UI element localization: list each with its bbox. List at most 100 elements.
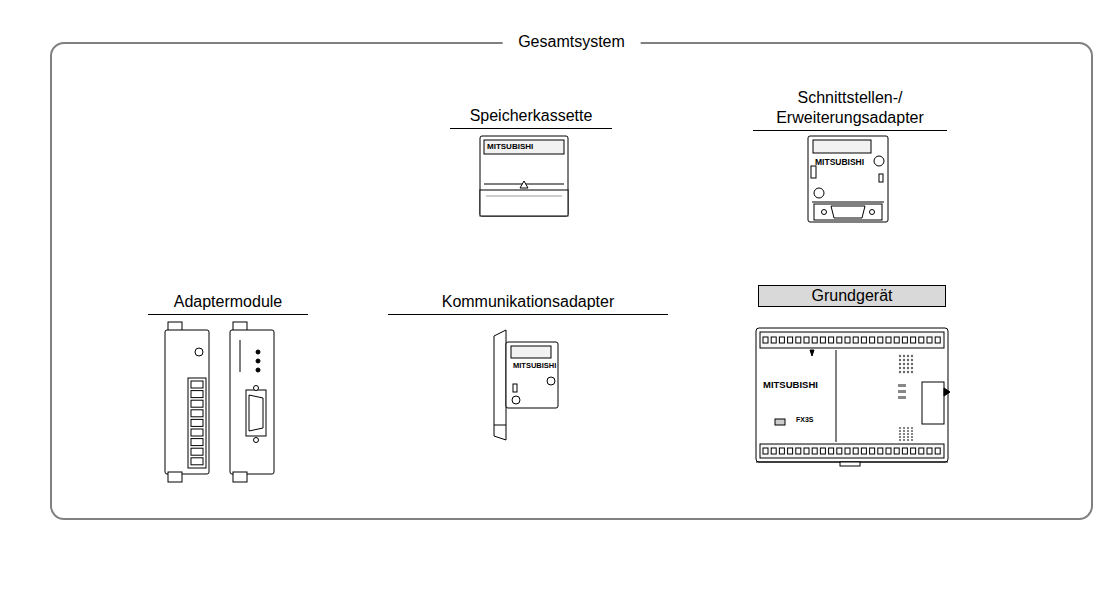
base-unit (756, 328, 950, 466)
brand-label: MITSUBISHI (763, 380, 818, 390)
terminal-screw (788, 448, 793, 454)
led-dot (903, 355, 905, 357)
brand-label: MITSUBISHI (513, 362, 556, 370)
terminal-screw (861, 448, 866, 454)
component-label: Schnittstellen-/ Erweiterungsadapter (753, 88, 947, 131)
terminal-screw (919, 448, 924, 454)
memory-cassette (480, 136, 568, 216)
terminal-screw (837, 337, 842, 343)
terminal-screw (878, 448, 883, 454)
terminal-screw (191, 391, 203, 398)
terminal-screw (829, 337, 834, 343)
terminal-screw (878, 337, 883, 343)
terminal-screw (820, 337, 825, 343)
component-label: Grundgerät (758, 285, 946, 307)
led-dot (911, 371, 913, 373)
component-label: Kommunikationsadapter (388, 292, 668, 315)
led-dot (903, 363, 905, 365)
terminal-screw (191, 458, 203, 465)
component-group: Kommunikationsadapter (388, 292, 668, 315)
led-dot (899, 355, 901, 357)
led-dot (903, 433, 905, 435)
led-dot (899, 363, 901, 365)
terminal-screw (886, 448, 891, 454)
system-frame: SpeicherkassetteSchnittstellen-/ Erweite… (50, 42, 1093, 520)
adapter-modules (165, 322, 274, 482)
led-dot (903, 436, 905, 438)
communication-adapter (494, 330, 558, 440)
terminal-screw (853, 448, 858, 454)
component-group: Schnittstellen-/ Erweiterungsadapter (753, 88, 947, 131)
led-dot (903, 359, 905, 361)
brand-label: MITSUBISHI (815, 158, 864, 167)
terminal-screw (191, 419, 203, 426)
terminal-screw (804, 337, 809, 343)
terminal-details (191, 337, 940, 465)
terminal-screw (935, 448, 940, 454)
led-dot (907, 359, 909, 361)
terminal-screw (870, 337, 875, 343)
led-dot (899, 367, 901, 369)
terminal-screw (837, 448, 842, 454)
terminal-screw (829, 448, 834, 454)
terminal-screw (191, 429, 203, 436)
led-dot (899, 433, 901, 435)
terminal-screw (779, 448, 784, 454)
led-dot (907, 363, 909, 365)
terminal-screw (191, 439, 203, 446)
led-dot (911, 363, 913, 365)
led-dot (911, 427, 913, 429)
terminal-screw (845, 448, 850, 454)
terminal-screw (902, 337, 907, 343)
led-dot (907, 436, 909, 438)
terminal-screw (771, 337, 776, 343)
led-dot (911, 430, 913, 432)
brand-label: MITSUBISHI (487, 143, 533, 151)
terminal-screw (894, 337, 899, 343)
led-dot (903, 367, 905, 369)
led-dot (899, 359, 901, 361)
terminal-screw (191, 410, 203, 417)
terminal-screw (935, 337, 940, 343)
led-dot (899, 371, 901, 373)
led-dot (899, 439, 901, 441)
terminal-screw (919, 337, 924, 343)
terminal-screw (763, 337, 768, 343)
led-dot (903, 439, 905, 441)
terminal-screw (853, 337, 858, 343)
led-dot (911, 433, 913, 435)
terminal-screw (796, 448, 801, 454)
led-bar (898, 390, 906, 393)
led-dot (907, 439, 909, 441)
led-dot (899, 427, 901, 429)
terminal-screw (812, 448, 817, 454)
terminal-screw (911, 337, 916, 343)
terminal-screw (191, 381, 203, 388)
led-dot (911, 436, 913, 438)
component-group: Grundgerät (758, 285, 946, 307)
led-dot (903, 430, 905, 432)
component-group: Adaptermodule (148, 292, 308, 315)
terminal-screw (911, 448, 916, 454)
terminal-screw (804, 448, 809, 454)
led-dot (911, 355, 913, 357)
terminal-screw (927, 337, 932, 343)
terminal-screw (886, 337, 891, 343)
led-dot (911, 439, 913, 441)
led-dot (907, 427, 909, 429)
terminal-screw (894, 448, 899, 454)
component-label: Adaptermodule (148, 292, 308, 315)
terminal-screw (191, 448, 203, 455)
model-label: FX3S (796, 416, 814, 423)
led-dot (911, 367, 913, 369)
terminal-screw (870, 448, 875, 454)
terminal-screw (902, 448, 907, 454)
terminal-screw (845, 337, 850, 343)
led-dot (903, 427, 905, 429)
led-dot (899, 436, 901, 438)
led-dot (907, 367, 909, 369)
led-bar (898, 384, 906, 387)
terminal-screw (191, 400, 203, 407)
terminal-screw (861, 337, 866, 343)
terminal-screw (796, 337, 801, 343)
